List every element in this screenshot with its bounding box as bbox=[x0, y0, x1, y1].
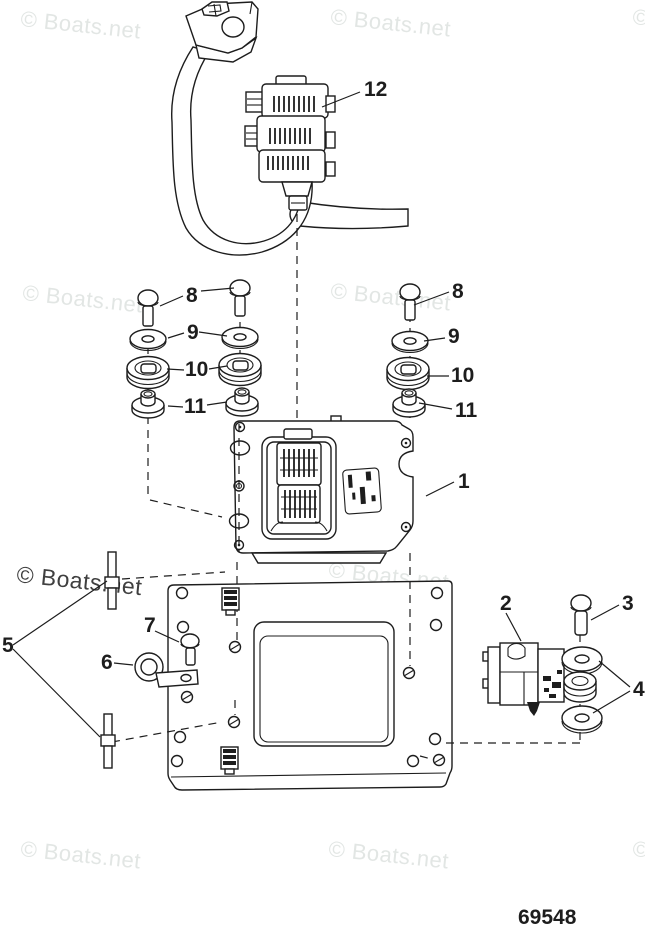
module-2-terminals bbox=[543, 670, 562, 698]
callout-6: 6 bbox=[101, 651, 113, 674]
callout-8-left: 8 bbox=[186, 284, 198, 307]
module-2-tip bbox=[527, 702, 540, 716]
callout-3: 3 bbox=[622, 592, 634, 615]
callout-9-left: 9 bbox=[187, 321, 199, 344]
callout-10-left: 10 bbox=[185, 358, 208, 381]
watermark-text: © Boats.net bbox=[631, 4, 645, 41]
callout-12: 12 bbox=[364, 78, 387, 101]
callout-11-right: 11 bbox=[455, 399, 478, 422]
fastener-column-middle bbox=[218, 279, 262, 417]
watermark-text: © Boats.net bbox=[631, 836, 645, 873]
washer-9 bbox=[221, 326, 259, 350]
washer-9 bbox=[129, 328, 167, 352]
callout-7: 7 bbox=[144, 614, 156, 637]
sensor-module-2 bbox=[482, 642, 565, 716]
bushing-11 bbox=[131, 389, 165, 419]
cable-clip-top bbox=[221, 587, 240, 616]
fastener-column-left bbox=[126, 289, 170, 419]
callout-2: 2 bbox=[500, 592, 512, 615]
grommet-10 bbox=[218, 352, 262, 387]
part-number: 69548 bbox=[518, 906, 577, 928]
plate-center-pocket bbox=[253, 621, 395, 747]
callout-labels: 12 8 9 10 11 8 9 10 11 1 2 3 4 5 6 7 bbox=[2, 78, 645, 701]
callout-9-right: 9 bbox=[448, 325, 460, 348]
module-receptacle bbox=[261, 428, 337, 540]
callout-5: 5 bbox=[2, 634, 14, 657]
module-label-sticker bbox=[342, 467, 382, 515]
cable-clip-bottom bbox=[220, 746, 239, 775]
plate-holes bbox=[170, 586, 444, 768]
screw-8 bbox=[137, 289, 159, 327]
grommet-10 bbox=[386, 356, 430, 391]
screw-7 bbox=[180, 633, 200, 666]
wire-harness-assembly bbox=[170, 1, 409, 420]
screw-3 bbox=[570, 594, 592, 636]
harness-plug bbox=[185, 1, 259, 63]
screw-8 bbox=[229, 279, 251, 317]
watermark-text: © Boats.net bbox=[19, 836, 142, 873]
watermark-text: © Boats.net bbox=[19, 6, 142, 43]
control-module-1 bbox=[228, 415, 414, 564]
pin-5-lower bbox=[100, 713, 116, 769]
module-bottom-lip bbox=[250, 552, 388, 564]
callout-11-left: 11 bbox=[184, 395, 207, 418]
connector-pin-hatch bbox=[267, 96, 315, 170]
watermark-text: © Boats.net bbox=[21, 280, 144, 317]
callout-1: 1 bbox=[458, 470, 470, 493]
harness-connector-block bbox=[244, 75, 336, 211]
watermark-text: © Boats.net bbox=[327, 836, 450, 873]
screw-8 bbox=[399, 283, 421, 321]
washer-4-upper bbox=[561, 646, 603, 675]
clamp-6 bbox=[134, 652, 199, 688]
callout-10-right: 10 bbox=[451, 364, 474, 387]
washer-4-lower bbox=[561, 705, 603, 734]
watermark-text: © Boats.net bbox=[329, 278, 452, 315]
grommet-10 bbox=[126, 355, 170, 390]
callout-4: 4 bbox=[633, 678, 645, 701]
callout-leaders bbox=[12, 91, 631, 738]
bushing-11 bbox=[392, 388, 426, 418]
pin-5-upper bbox=[104, 551, 120, 610]
bushing-4 bbox=[563, 671, 597, 703]
watermark-text: © Boats.net bbox=[329, 4, 452, 41]
watermark-text-dark: © Boats.net bbox=[15, 561, 143, 600]
plate-rivet-holes bbox=[180, 640, 446, 767]
callout-8-right: 8 bbox=[452, 280, 464, 303]
bushing-11 bbox=[225, 387, 259, 417]
harness-ribbon-cable bbox=[289, 201, 409, 230]
mounting-plate bbox=[111, 553, 581, 791]
washer-9 bbox=[391, 330, 429, 354]
